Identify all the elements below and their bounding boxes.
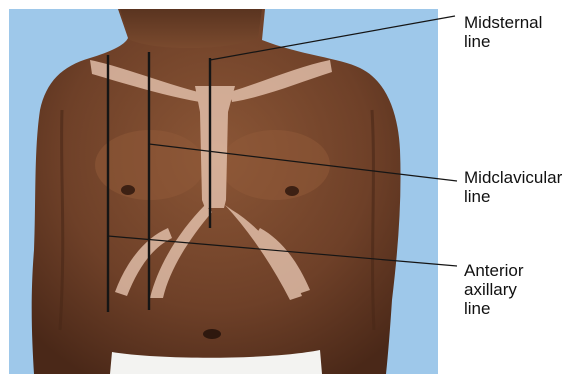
- neck: [120, 9, 262, 48]
- sternum: [200, 112, 228, 208]
- right-nipple: [285, 186, 299, 196]
- midsternal-line-label: Midsternal line: [464, 13, 584, 51]
- anterior-axillary-line-label: Anterior axillary line: [464, 261, 584, 318]
- left-nipple: [121, 185, 135, 195]
- manubrium: [195, 86, 235, 112]
- midclavicular-line-label: Midclavicular line: [464, 168, 588, 206]
- navel: [203, 329, 221, 339]
